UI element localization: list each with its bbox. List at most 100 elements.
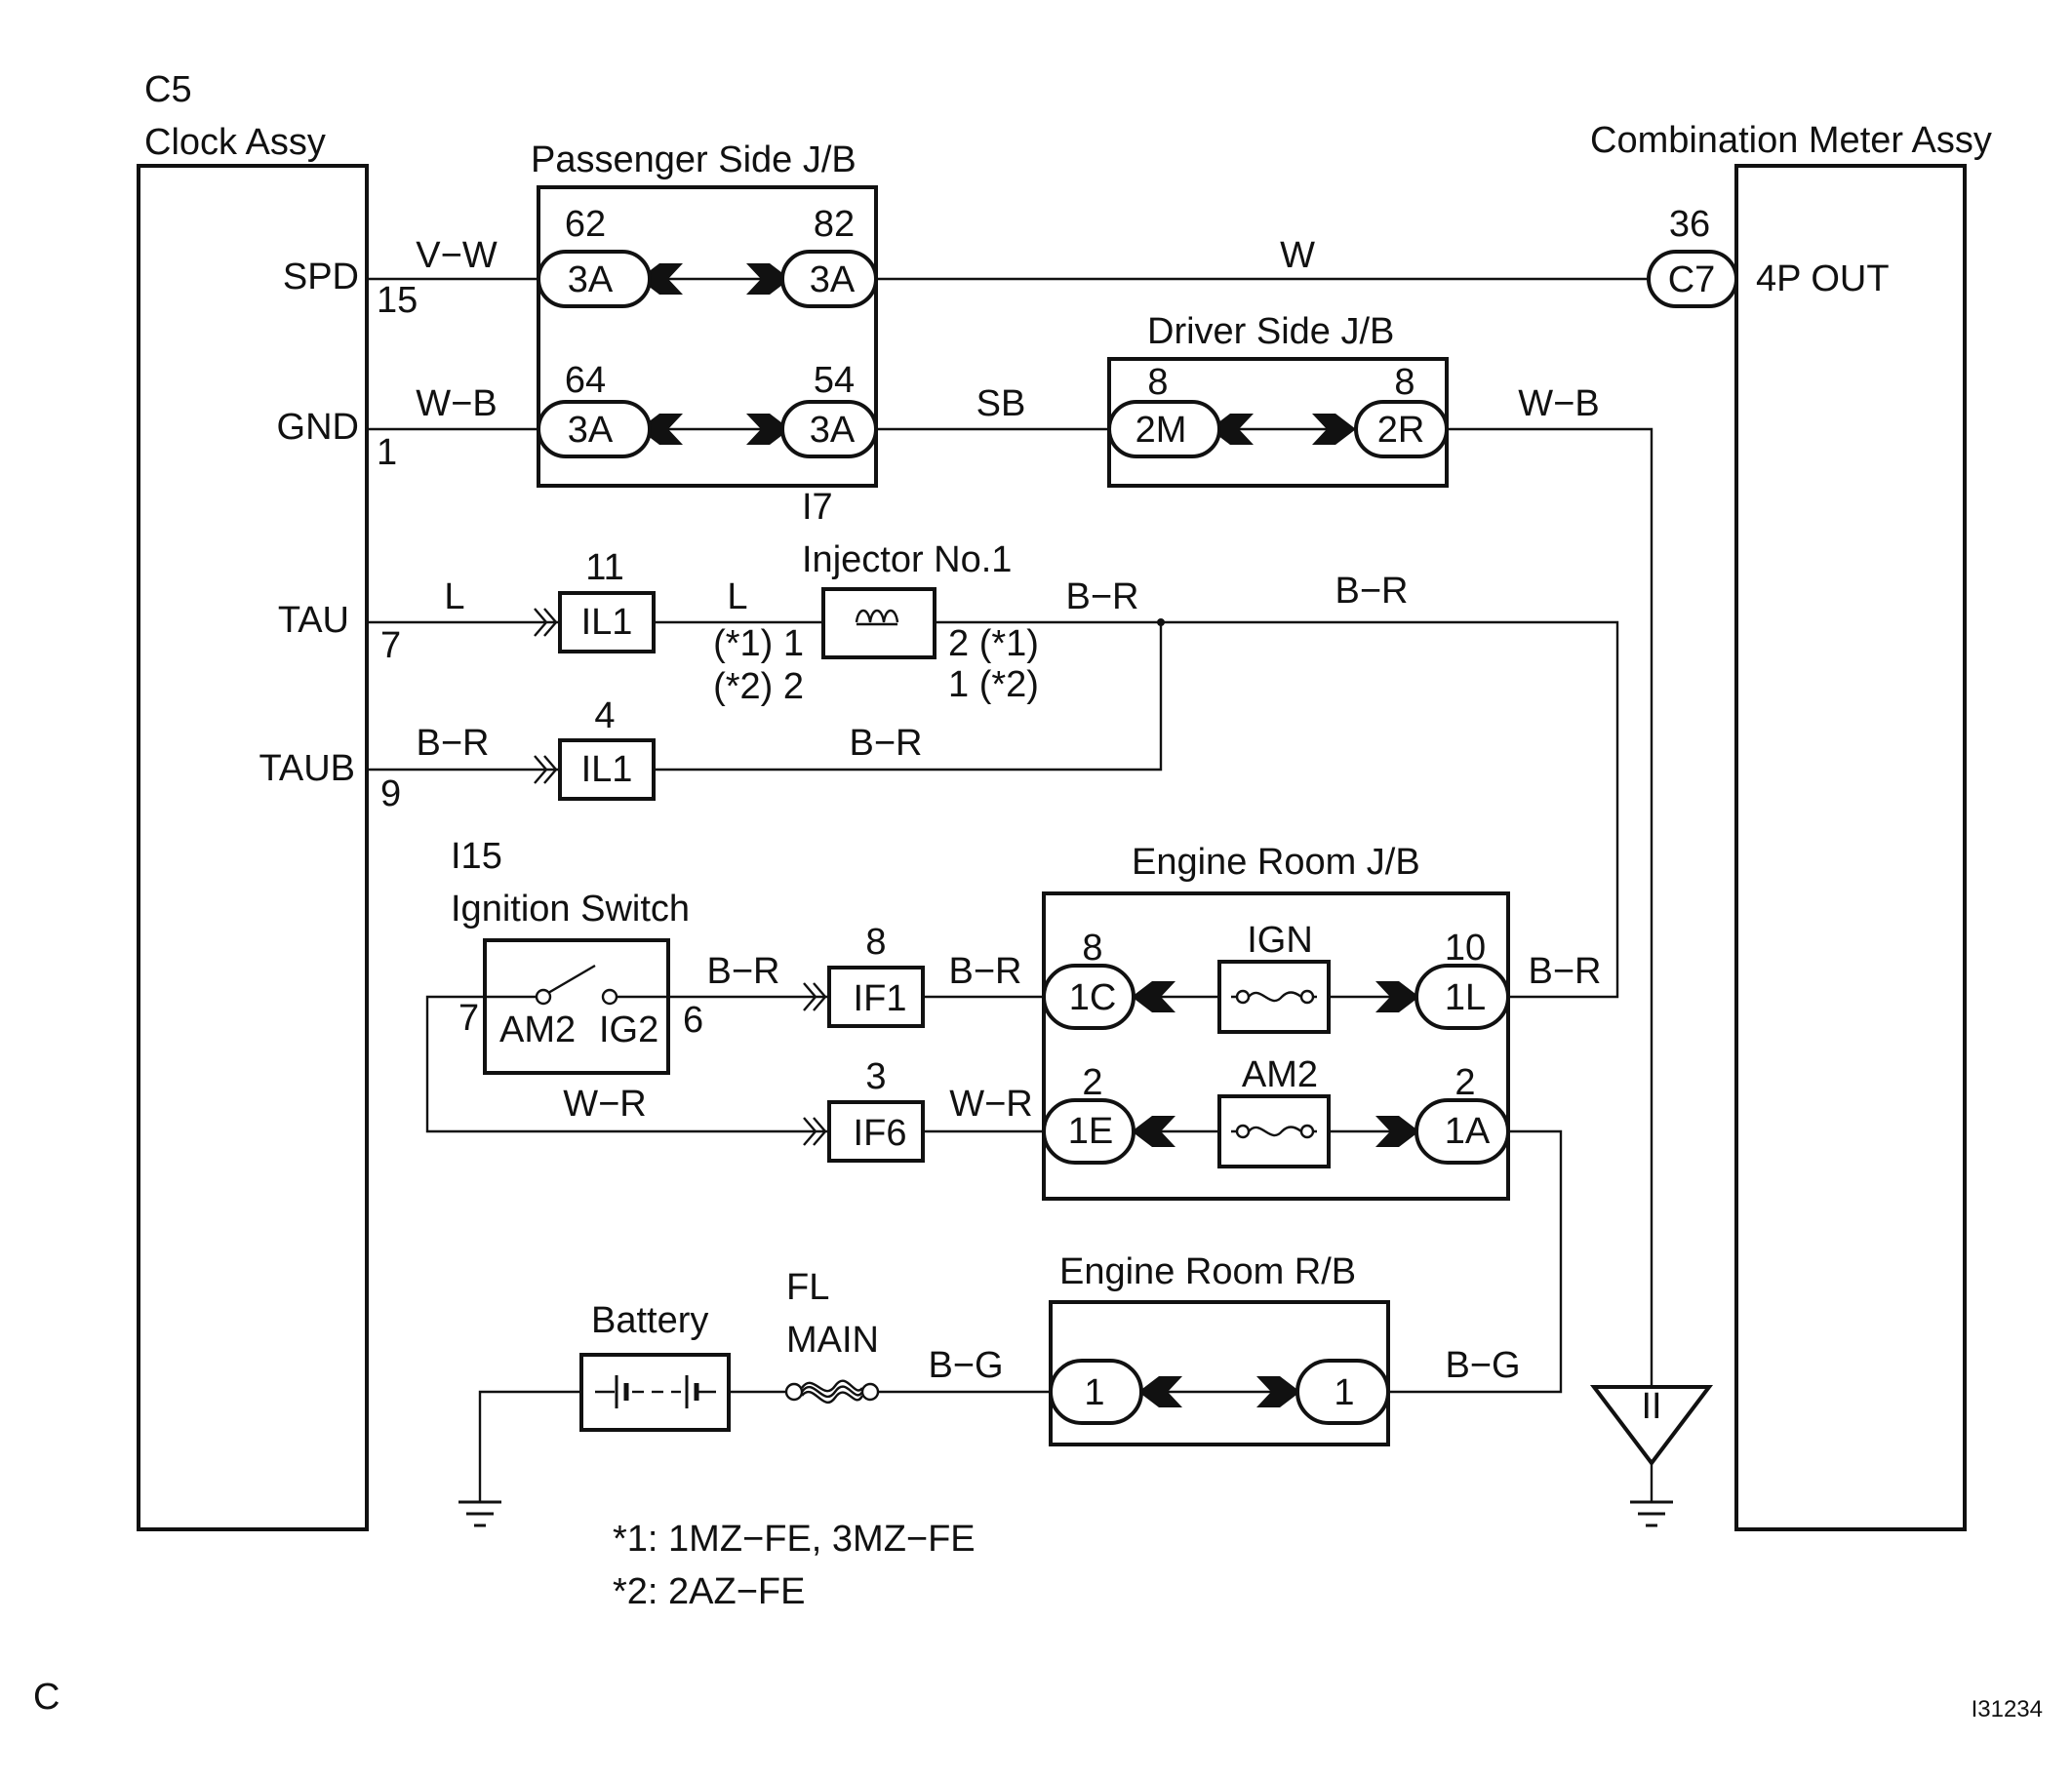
- ignition-switch-box: [483, 938, 670, 1075]
- fuse-terminal: [1299, 1124, 1315, 1139]
- connector-il1-taub: [558, 738, 656, 801]
- injector-pin-right-2: 1 (*2): [948, 664, 1039, 705]
- wire-taub-mid: [654, 622, 1163, 772]
- fusible-link-icon: [784, 1379, 880, 1405]
- arrow-right: [1375, 1116, 1419, 1147]
- wire-color-taub: B−R: [417, 723, 490, 764]
- injector-box: [821, 587, 936, 659]
- connector-3a-gnd-in: [537, 400, 652, 458]
- fuse-am2-label: AM2: [1242, 1054, 1318, 1095]
- wire-color-taub-mid: B−R: [850, 723, 923, 764]
- clock-pin-tau: 7: [380, 625, 401, 666]
- connector-3a-spd-in: [537, 250, 652, 308]
- fuse-ign-label: IGN: [1247, 920, 1313, 961]
- engine-room-rb-box: [1049, 1300, 1390, 1446]
- clock-terminal-spd: SPD: [283, 257, 359, 297]
- ground-symbol-meter: [1630, 1500, 1673, 1527]
- wire-color-spd: V−W: [416, 235, 498, 276]
- passenger-jb-code: I7: [802, 487, 833, 528]
- corner-label: C: [33, 1677, 60, 1718]
- battery-icon: [595, 1375, 716, 1408]
- fuse-terminal: [1235, 1124, 1251, 1139]
- splice-point: [1157, 618, 1165, 626]
- pin-1a: 2: [1454, 1062, 1475, 1103]
- driver-jb-name: Driver Side J/B: [1147, 311, 1394, 352]
- wire-color-spd-meter: W: [1280, 235, 1315, 276]
- clock-pin-taub: 9: [380, 773, 401, 814]
- ignition-switch-code: I15: [451, 836, 502, 877]
- engine-rb-name: Engine Room R/B: [1059, 1251, 1356, 1292]
- engine-room-jb-box: [1042, 891, 1510, 1201]
- switch-pin-in: 7: [458, 998, 479, 1039]
- connector-2m: [1107, 400, 1221, 458]
- fl-main-line2: MAIN: [786, 1320, 879, 1361]
- wire-color-tau-inj: L: [727, 576, 747, 617]
- clock-name: Clock Assy: [144, 122, 326, 163]
- pin-if1: 8: [865, 922, 886, 963]
- clock-code: C5: [144, 69, 192, 110]
- connector-2r: [1354, 400, 1449, 458]
- inline-connector-mark: [803, 982, 827, 1011]
- connector-label: 3A: [810, 410, 856, 451]
- wire-sw-in: [425, 995, 829, 1133]
- wire-color-am2-in: W−R: [949, 1084, 1033, 1125]
- arrow-left: [1138, 1376, 1182, 1407]
- coil-icon: [855, 609, 899, 623]
- connector-il1-tau: [558, 591, 656, 653]
- connector-label: 3A: [568, 410, 614, 451]
- wire-color-gnd-meter: W−B: [1518, 383, 1599, 424]
- pin-if6: 3: [865, 1056, 886, 1097]
- clock-pin-spd: 15: [377, 280, 418, 321]
- engine-jb-name: Engine Room J/B: [1132, 842, 1420, 883]
- wire-color-tau: L: [444, 576, 464, 617]
- pin-dj-in: 8: [1147, 362, 1168, 403]
- pin-4: 4: [594, 695, 615, 736]
- fuse-ign-icon: [1231, 991, 1317, 1003]
- wire-1a-rb: [1388, 1129, 1563, 1394]
- wire-color-gnd-mid: SB: [976, 383, 1026, 424]
- meter-name: Combination Meter Assy: [1590, 120, 1992, 161]
- connector-label: 1C: [1069, 977, 1117, 1018]
- note-1: *1: 1MZ−FE, 3MZ−FE: [613, 1519, 976, 1560]
- connector-label: 3A: [810, 259, 856, 300]
- ground-point-triangle: [1589, 1385, 1714, 1467]
- switch-terminal-am2: AM2: [499, 1009, 576, 1050]
- fuse-am2-box: [1217, 1094, 1331, 1168]
- switch-pin-out: 6: [683, 1000, 703, 1041]
- passenger-jb-name: Passenger Side J/B: [531, 139, 857, 180]
- combination-meter-box: [1734, 164, 1967, 1531]
- injector-pin-left-2: (*2) 2: [713, 666, 804, 707]
- wire-color-sw-in: W−R: [563, 1084, 647, 1125]
- connector-1c: [1042, 964, 1136, 1030]
- switch-terminal-ig2: IG2: [599, 1009, 658, 1050]
- figure-id: I31234: [1972, 1696, 2043, 1722]
- pin-dj-out: 8: [1394, 362, 1415, 403]
- connector-1l: [1415, 964, 1510, 1030]
- arrow-right: [746, 414, 790, 445]
- battery-box: [579, 1353, 731, 1432]
- connector-label: 1E: [1068, 1111, 1113, 1152]
- note-2: *2: 2AZ−FE: [613, 1571, 805, 1612]
- ignition-switch-name: Ignition Switch: [451, 889, 690, 930]
- wire-color-rb-out: B−G: [1445, 1345, 1520, 1386]
- connector-3a-spd-out: [780, 250, 878, 308]
- clock-terminal-gnd: GND: [277, 407, 359, 448]
- connector-c7: [1647, 250, 1738, 308]
- arrow-right: [1312, 414, 1356, 445]
- fuse-terminal: [1235, 989, 1251, 1005]
- connector-label: C7: [1668, 259, 1716, 300]
- pin-1e: 2: [1082, 1062, 1102, 1103]
- connector-label: 1L: [1445, 977, 1486, 1018]
- connector-label: IF6: [854, 1113, 907, 1154]
- clock-pin-gnd: 1: [377, 432, 397, 473]
- wire-color-inj-out: B−R: [1066, 576, 1139, 617]
- pin-1c: 8: [1082, 928, 1102, 969]
- fl-main-line1: FL: [786, 1267, 829, 1308]
- arrow-left: [1132, 981, 1175, 1012]
- arrow-left: [1210, 414, 1254, 445]
- arrow-right: [1256, 1376, 1300, 1407]
- injector-name: Injector No.1: [802, 539, 1012, 580]
- wire-color-gnd: W−B: [416, 383, 497, 424]
- pin-82: 82: [814, 204, 855, 245]
